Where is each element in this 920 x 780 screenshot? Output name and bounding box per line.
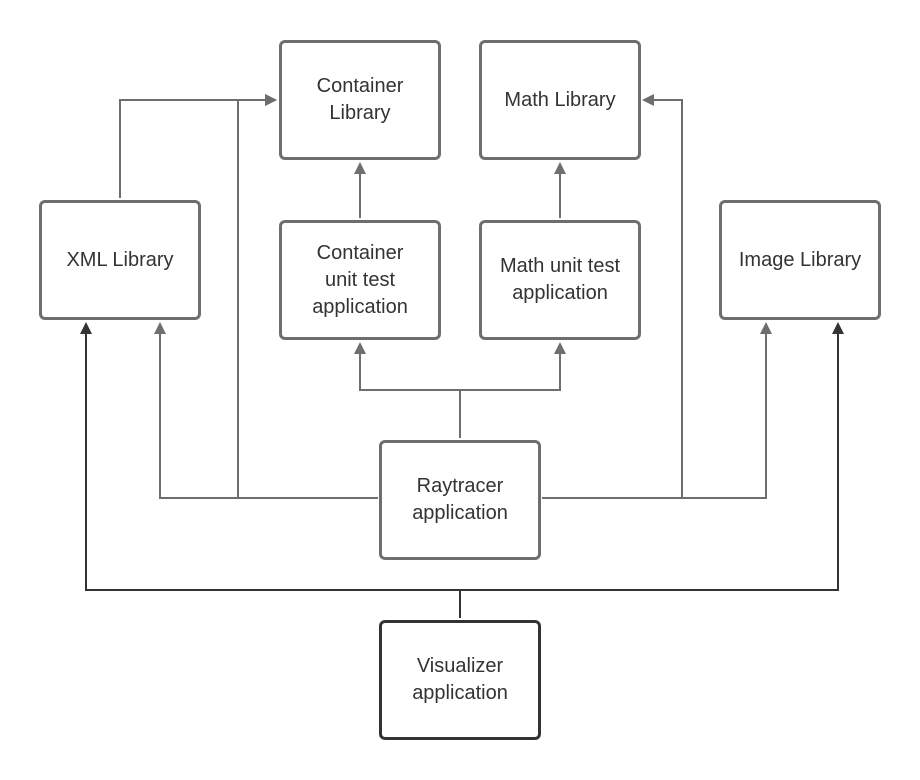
- node-raytracer-application: Raytracer application: [379, 440, 541, 560]
- edge-visualizer-to-image-library: [460, 322, 844, 591]
- node-label: Math unit test application: [499, 255, 621, 304]
- node-label: Visualizer application: [412, 655, 508, 704]
- node-math-unit-test-application: Math unit test application: [479, 220, 641, 340]
- edge-raytracer-to-container-library: [237, 94, 378, 499]
- node-label: Container unit test application: [312, 241, 408, 318]
- edge-visualizer-to-xml-library: [80, 322, 461, 618]
- edge-raytracer-to-math-unit-test: [460, 342, 566, 391]
- node-label: Math Library: [504, 88, 616, 111]
- node-math-library: Math Library: [479, 40, 641, 160]
- node-container-unit-test-application: Container unit test application: [279, 220, 441, 340]
- edge-raytracer-to-container-unit-test: [354, 342, 461, 438]
- node-container-library: Container Library: [279, 40, 441, 160]
- edge-xml-library-to-container-library: [119, 94, 277, 198]
- node-label: XML Library: [66, 248, 174, 271]
- node-label: Image Library: [738, 248, 862, 271]
- node-xml-library: XML Library: [39, 200, 201, 320]
- node-visualizer-application: Visualizer application: [379, 620, 541, 740]
- edge-raytracer-to-image-library: [542, 322, 772, 499]
- edge-raytracer-to-xml-library: [154, 322, 378, 499]
- node-label: Raytracer application: [412, 475, 508, 524]
- node-label: Container Library: [316, 75, 404, 124]
- node-image-library: Image Library: [719, 200, 881, 320]
